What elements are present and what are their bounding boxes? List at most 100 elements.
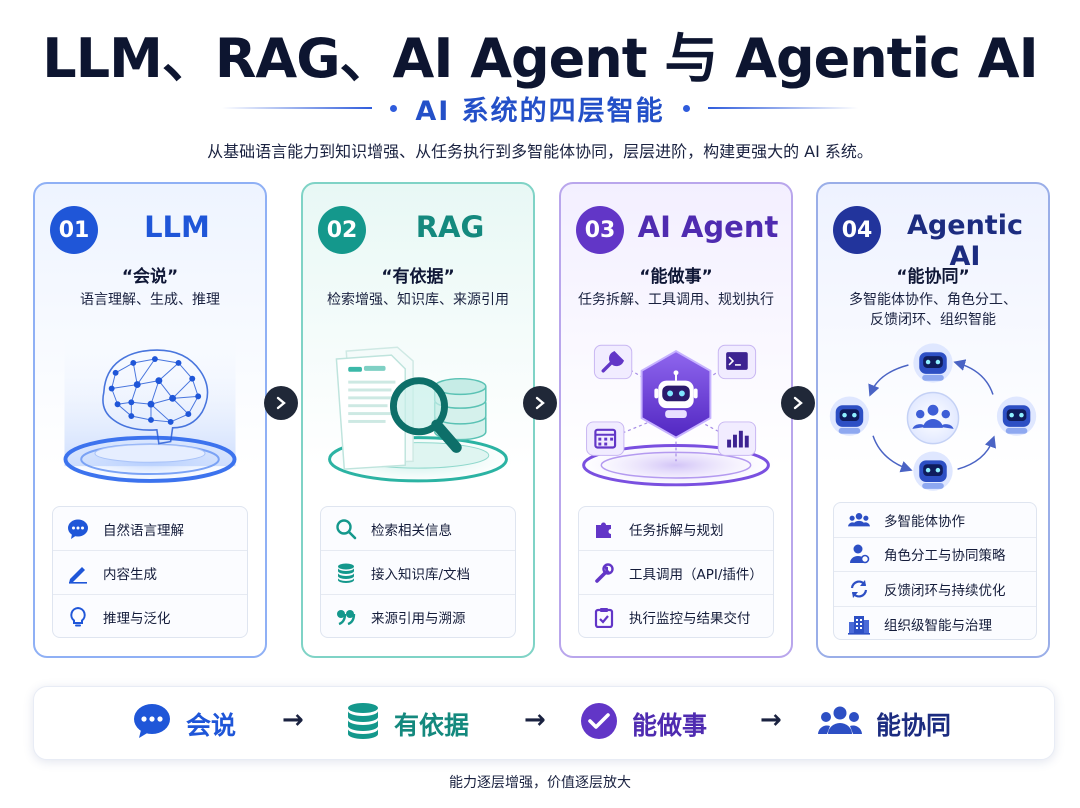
agent-robot-bottom [913, 451, 953, 491]
card-title: AI Agent [637, 210, 779, 244]
brain-network-illustration [59, 338, 241, 485]
list-item: 推理与泛化 [53, 595, 247, 639]
list-item: 自然语言理解 [53, 507, 247, 551]
card-keywords: 多智能体协作、角色分工、 反馈闭环、组织智能 [818, 290, 1048, 330]
group-icon [818, 704, 862, 744]
main-title: LLM、RAG、AI Agent 与 Agentic AI [42, 27, 1038, 90]
list-item-label: 执行监控与结果交付 [629, 611, 751, 627]
clipboard-check-icon [593, 606, 615, 628]
subtitle-line-left [222, 107, 373, 109]
flow-arrow: → [524, 705, 546, 735]
card-slogan: “能做事” [639, 267, 713, 287]
group-icon [912, 404, 954, 429]
card-keywords-line: 反馈闭环、组织智能 [870, 312, 996, 328]
card-keywords: 任务拆解、工具调用、规划执行 [578, 292, 774, 308]
list-item-label: 工具调用（API/插件） [629, 566, 763, 583]
chat-bubble-icon [67, 518, 89, 540]
database-icon [335, 562, 357, 584]
building-icon [848, 613, 870, 635]
flow-arrow: → [760, 705, 782, 735]
list-item: 反馈闭环与持续优化 [834, 572, 1036, 607]
list-item-label: 检索相关信息 [371, 522, 452, 539]
card-keywords: 检索增强、知识库、来源引用 [327, 292, 509, 308]
agent-robot-top [913, 343, 953, 383]
group-icon [848, 509, 870, 531]
card-slogan: “有依据” [381, 267, 455, 287]
subtitle-dot-right [682, 104, 690, 112]
agent-robot-right [996, 396, 1037, 436]
wrench-tile [593, 344, 633, 380]
feature-list: 任务拆解与规划 工具调用（API/插件） 执行监控与结果交付 [578, 506, 774, 638]
flow-step-label: 有依据 [394, 711, 470, 740]
list-item: 接入知识库/文档 [321, 551, 515, 595]
flow-step-speak: 会说 [132, 703, 236, 745]
flow-step-label: 能做事 [632, 711, 708, 740]
multi-agent-cycle-illustration [829, 343, 1037, 491]
card-header: 03 AI Agent [561, 206, 791, 256]
card-title: RAG [415, 210, 485, 244]
wrench-icon [593, 562, 615, 584]
subtitle-row: AI 系统的四层智能 [0, 88, 1080, 128]
list-item-label: 多智能体协作 [884, 513, 965, 530]
flow-step-collaborate: 能协同 [818, 703, 951, 745]
pencil-icon [67, 562, 89, 584]
flow-step-label: 会说 [186, 711, 237, 740]
feature-list: 检索相关信息 接入知识库/文档 来源引用与溯源 [320, 506, 516, 638]
card-rag: 02 RAG “有依据” 检索增强、知识库、来源引用 [301, 182, 535, 658]
card-agentic-ai: 04 Agentic AI “能协同” 多智能体协作、角色分工、 反馈闭环、组织… [816, 182, 1050, 658]
card-header: 02 RAG [303, 206, 533, 256]
magnifier-icon [389, 377, 462, 453]
database-cylinder [433, 377, 487, 441]
card-number: 04 [833, 206, 881, 254]
list-item-label: 来源引用与溯源 [371, 611, 466, 627]
subtitle-line-right [707, 107, 858, 109]
chevron-right-icon [535, 396, 545, 410]
robot-tools-illustration [577, 344, 775, 489]
chevron-right-icon [276, 396, 286, 410]
calendar-tile [586, 421, 625, 456]
card-header: 01 LLM [35, 206, 265, 256]
card-ai-agent: 03 AI Agent “能做事” 任务拆解、工具调用、规划执行 [559, 182, 793, 658]
card-title: Agentic AI [907, 210, 1023, 272]
user-role-icon [848, 543, 870, 565]
search-icon [335, 518, 357, 540]
quote-icon [335, 606, 357, 628]
card-header: 04 Agentic AI [818, 206, 1048, 272]
list-item: 组织级智能与治理 [834, 607, 1036, 642]
capability-flow-bar: 会说 → 有依据 → 能做事 → 能协同 [33, 686, 1055, 760]
list-item: 检索相关信息 [321, 507, 515, 551]
next-arrow-2 [523, 386, 557, 420]
list-item: 执行监控与结果交付 [579, 595, 773, 639]
document-magnifier-illustration [323, 346, 513, 485]
list-item: 任务拆解与规划 [579, 507, 773, 551]
card-number: 03 [576, 206, 624, 254]
card-slogan: “能协同” [896, 267, 970, 287]
list-item: 多智能体协作 [834, 503, 1036, 538]
card-title: LLM [144, 210, 210, 244]
flow-step-act: 能做事 [580, 703, 707, 745]
footer-caption: 能力逐层增强，价值逐层放大 [449, 775, 631, 791]
list-item-label: 任务拆解与规划 [629, 522, 724, 539]
list-item-label: 内容生成 [103, 566, 157, 583]
next-arrow-3 [781, 386, 815, 420]
subtitle: AI 系统的四层智能 [415, 95, 665, 127]
next-arrow-1 [264, 386, 298, 420]
feature-list: 自然语言理解 内容生成 推理与泛化 [52, 506, 248, 638]
list-item: 来源引用与溯源 [321, 595, 515, 639]
terminal-tile [717, 344, 757, 380]
card-number: 01 [50, 206, 98, 254]
description: 从基础语言能力到知识增强、从任务执行到多智能体协同，层层进阶，构建更强大的 AI… [207, 142, 873, 161]
robot-icon [654, 370, 698, 418]
document-icon [335, 346, 414, 470]
lightbulb-icon [67, 606, 89, 628]
chat-bubble-icon [132, 703, 172, 745]
list-item-label: 接入知识库/文档 [371, 566, 471, 583]
flow-step-label: 能协同 [876, 711, 952, 740]
card-llm: 01 LLM “会说” 语言理解、生成、推理 [33, 182, 267, 658]
list-item-label: 自然语言理解 [103, 522, 184, 539]
database-icon [346, 702, 380, 746]
card-number: 02 [318, 206, 366, 254]
list-item-label: 组织级智能与治理 [884, 617, 992, 634]
flow-step-grounded: 有依据 [346, 703, 469, 745]
agent-robot-left [829, 396, 870, 436]
